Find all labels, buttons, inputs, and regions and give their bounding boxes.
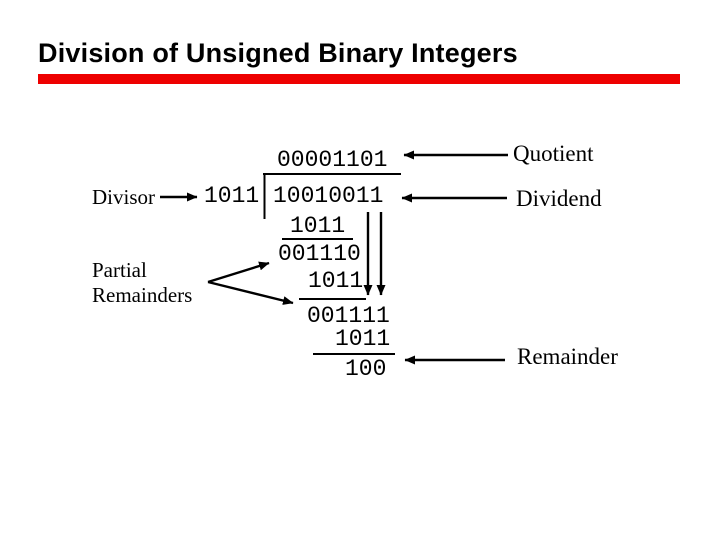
- divisor-label: Divisor: [92, 185, 155, 209]
- subtraction-line-1: [282, 238, 353, 240]
- partial-remainder-arrow-lower: [207, 280, 294, 305]
- quotient-label: Quotient: [513, 141, 594, 166]
- remainder-value: 100: [345, 356, 387, 382]
- quotient-value: 00001101: [277, 147, 388, 173]
- subtraction-line-2: [299, 298, 366, 300]
- partial-remainder-arrow-upper: [207, 261, 270, 284]
- partial-remainder-2: 001111: [307, 303, 390, 329]
- title-underline: [38, 74, 680, 84]
- subtraction-step-3: 1011: [335, 326, 391, 352]
- subtraction-step-2: 1011: [308, 268, 364, 294]
- page-title: Division of Unsigned Binary Integers: [38, 38, 518, 68]
- subtraction-step-1: 1011: [290, 213, 346, 239]
- partial-remainders-label-line2: Remainders: [92, 283, 193, 307]
- partial-remainders-label-line1: Partial: [92, 258, 147, 282]
- dividend-label: Dividend: [516, 186, 602, 211]
- divisor-value: 1011: [204, 183, 260, 209]
- dividend-value: 10010011: [273, 183, 384, 209]
- partial-remainders-label: Partial Remainders: [92, 258, 192, 308]
- subtraction-line-3: [313, 353, 395, 355]
- remainder-label: Remainder: [517, 344, 618, 369]
- partial-remainder-1: 001110: [278, 241, 361, 267]
